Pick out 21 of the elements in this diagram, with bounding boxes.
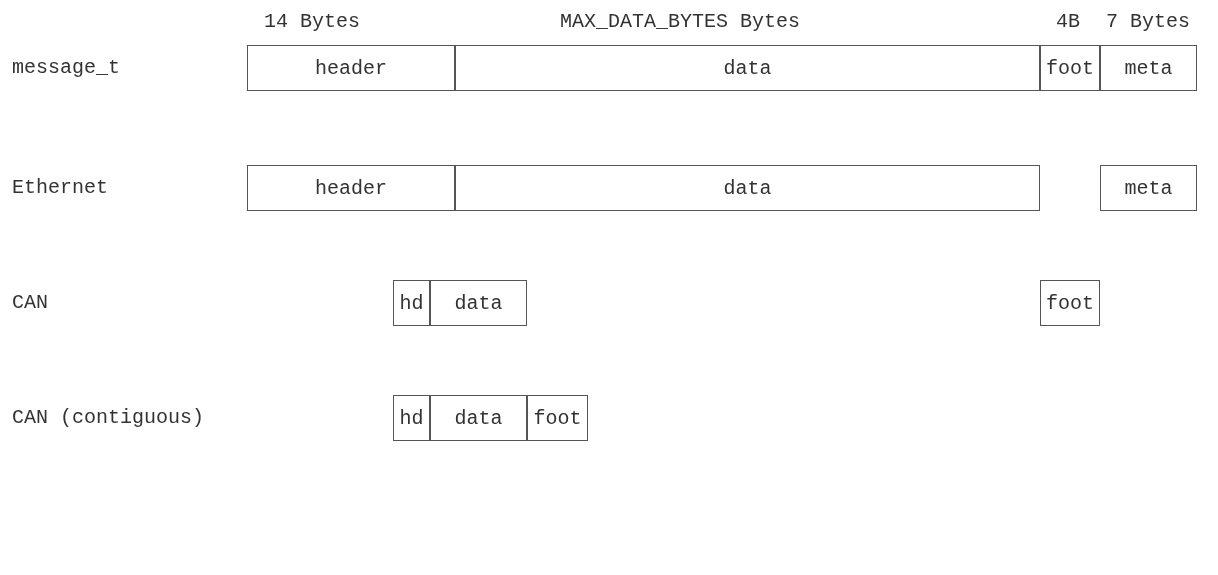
memory-field: meta [1100,45,1197,91]
row-label: CAN (contiguous) [12,406,205,429]
size-label: 7 Bytes [1106,10,1190,33]
row-label: Ethernet [12,176,108,199]
memory-field: data [455,45,1040,91]
size-label: 4B [1056,10,1080,33]
memory-field: data [455,165,1040,211]
memory-field: foot [527,395,588,441]
size-label: MAX_DATA_BYTES Bytes [560,10,801,33]
memory-field: hd [393,280,430,326]
row-label: message_t [12,56,121,79]
memory-field: header [247,165,455,211]
memory-field: header [247,45,455,91]
memory-field: data [430,395,527,441]
row-label: CAN [12,291,48,314]
memory-field: hd [393,395,430,441]
memory-field: meta [1100,165,1197,211]
memory-field: foot [1040,45,1100,91]
memory-field: foot [1040,280,1100,326]
size-label: 14 Bytes [264,10,360,33]
memory-field: data [430,280,527,326]
